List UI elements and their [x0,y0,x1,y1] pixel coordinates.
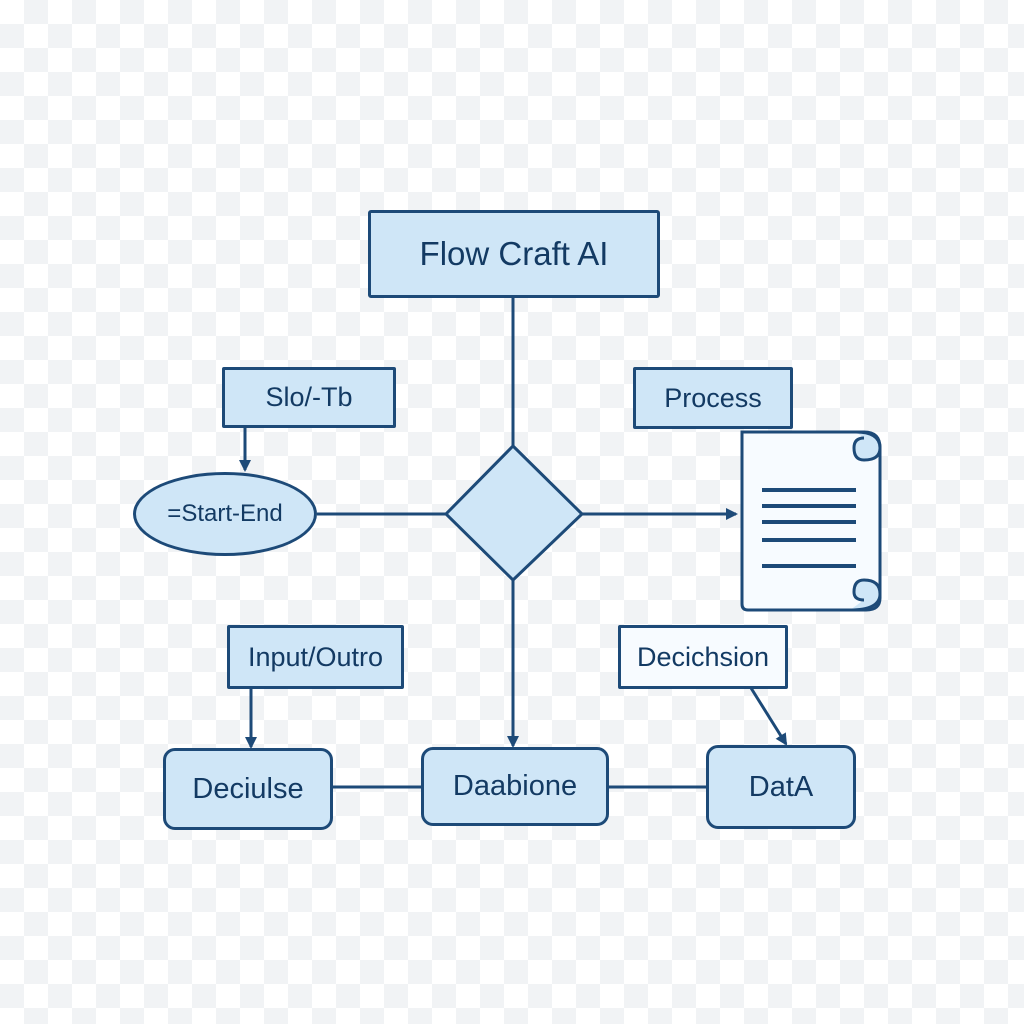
document-shape [740,430,882,612]
decision-label: Decichsion [636,641,770,672]
decision-label-box: Decichsion [618,625,788,689]
process-label: Process [664,382,762,413]
left-bottom-node: Deciulse [163,748,333,830]
input-output-label-box: Input/Outro [227,625,404,689]
middle-bottom-node: Daabione [421,747,609,826]
right-bottom-node: DatA [706,745,856,829]
input-output-label: Input/Outro [247,641,384,672]
left-bottom-node-label: Deciulse [192,772,304,805]
diagram-title-box: Flow Craft AI [368,210,660,298]
start-end-ellipse: =Start-End [133,472,317,556]
decision-diamond [443,443,585,583]
top-left-label: Slo/-Tb [265,382,353,412]
start-end-label: =Start-End [167,500,283,527]
process-label-box: Process [633,367,793,429]
right-bottom-node-label: DatA [748,770,814,803]
middle-bottom-node-label: Daabione [452,770,578,802]
connector-decision-label-to-right-node [749,687,788,746]
diagram-title: Flow Craft AI [419,235,609,272]
top-left-label-box: Slo/-Tb [222,367,396,428]
